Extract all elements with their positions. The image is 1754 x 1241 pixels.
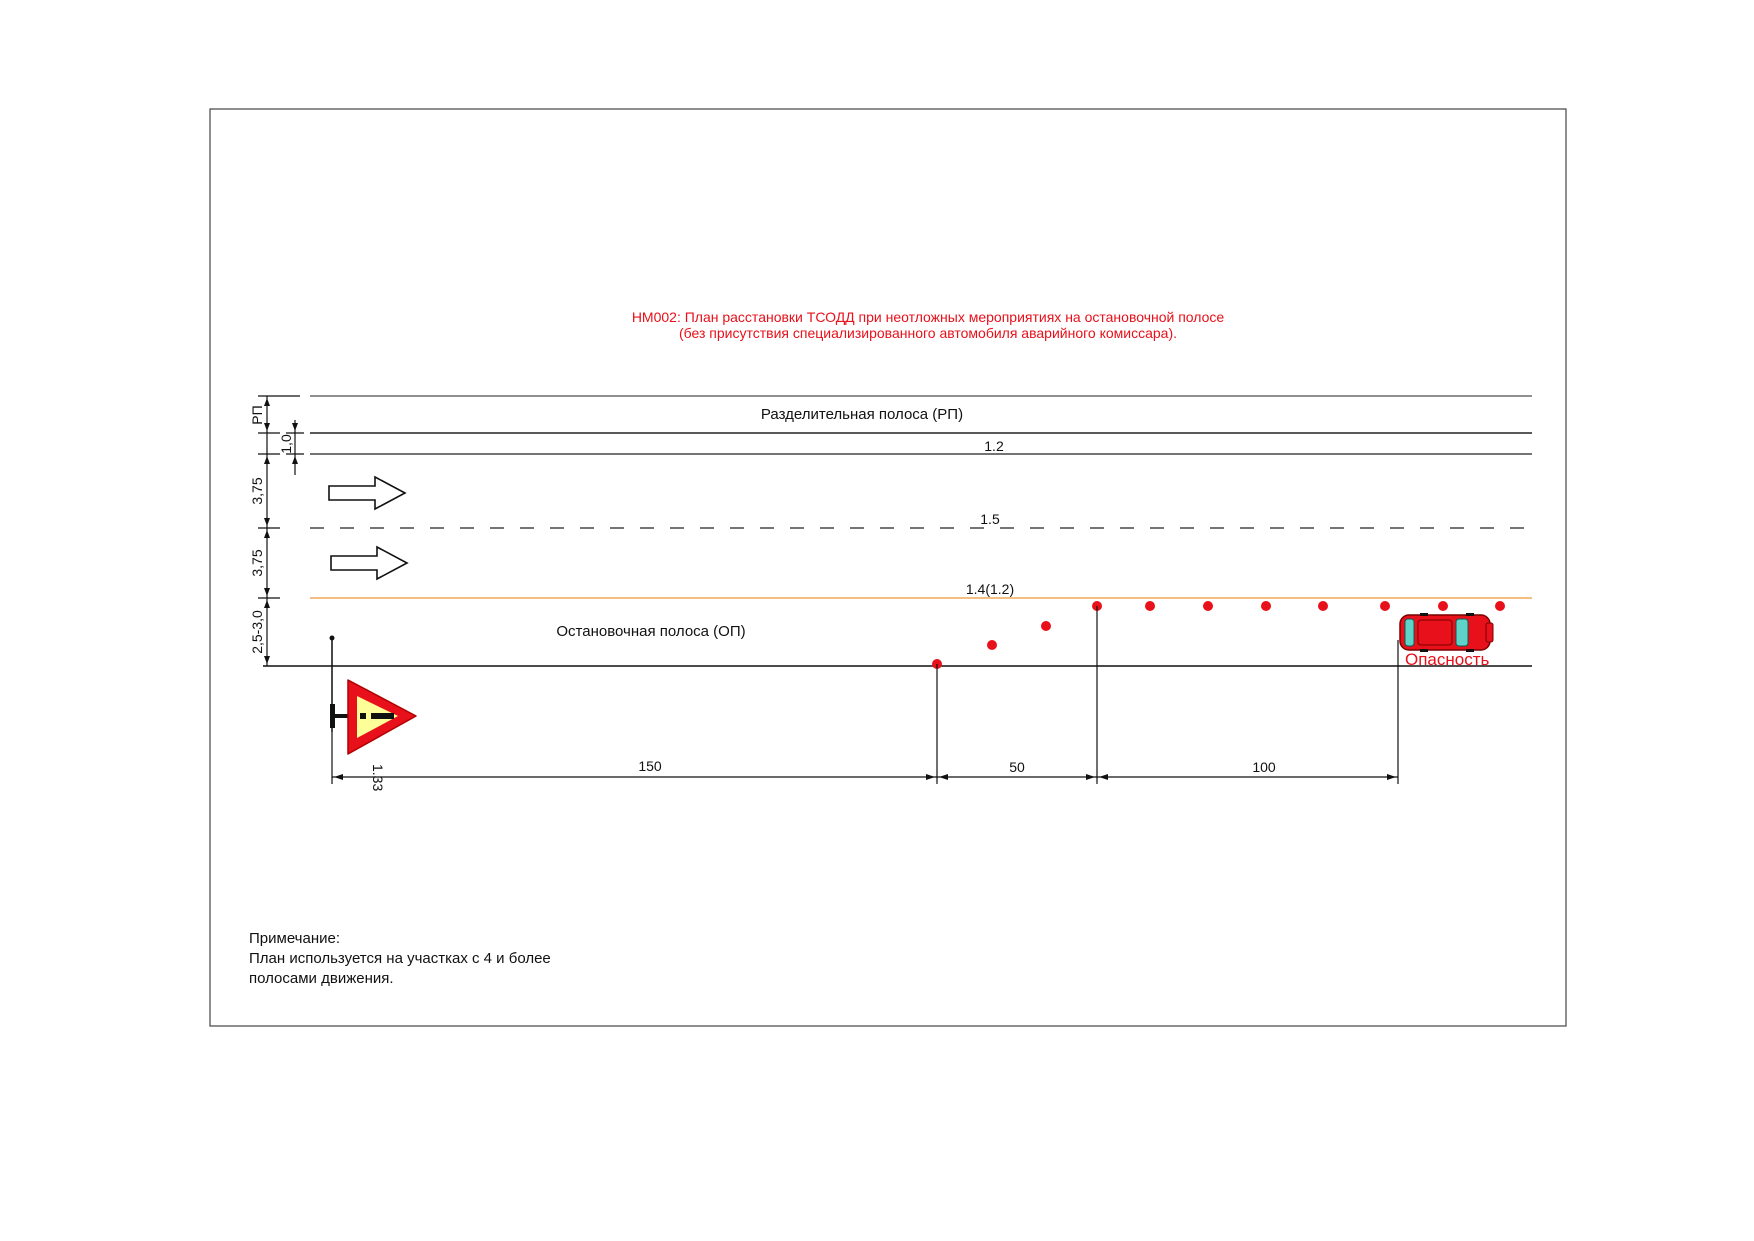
width-label-stop-lane: 2,5-3,0 bbox=[249, 610, 265, 654]
cone-marker bbox=[1318, 601, 1328, 611]
note-heading: Примечание: bbox=[249, 930, 340, 947]
width-label-1-0: 1,0 bbox=[278, 434, 294, 454]
marking-label-1-5: 1.5 bbox=[980, 511, 1000, 527]
cone-marker bbox=[987, 640, 997, 650]
road-lines bbox=[263, 395, 1532, 667]
width-label-rp: РП bbox=[249, 405, 265, 424]
note-line-2: полосами движения. bbox=[249, 970, 394, 987]
direction-arrow-lane-2 bbox=[330, 545, 409, 581]
cone-marker bbox=[1380, 601, 1390, 611]
distance-label-50: 50 bbox=[1009, 759, 1025, 775]
drawing-frame bbox=[209, 108, 1567, 1027]
distance-dimension-ticks bbox=[334, 774, 1396, 780]
width-label-lane-2: 3,75 bbox=[249, 549, 265, 576]
cone-marker bbox=[1203, 601, 1213, 611]
marking-label-1-4: 1.4(1.2) bbox=[966, 581, 1014, 597]
note-line-1: План используется на участках с 4 и боле… bbox=[249, 950, 551, 967]
divider-lane-label: Разделительная полоса (РП) bbox=[761, 406, 963, 423]
title-line-2: (без присутствия специализированного авт… bbox=[679, 325, 1177, 341]
distance-label-150: 150 bbox=[638, 758, 662, 774]
cone-marker bbox=[1438, 601, 1448, 611]
distance-extension-lines bbox=[331, 606, 1399, 784]
cone-marker bbox=[1261, 601, 1271, 611]
stop-lane-label: Остановочная полоса (ОП) bbox=[556, 623, 745, 640]
vehicle-danger-label: Опасность bbox=[1405, 650, 1490, 669]
cone-marker bbox=[1495, 601, 1505, 611]
cone-marker bbox=[1145, 601, 1155, 611]
marking-label-1-2: 1.2 bbox=[984, 438, 1004, 454]
distance-label-100: 100 bbox=[1252, 759, 1276, 775]
direction-arrow-lane-1 bbox=[328, 475, 407, 511]
warning-triangle-exclamation-sign-icon bbox=[329, 635, 417, 755]
cone-marker bbox=[1041, 621, 1051, 631]
red-car-icon bbox=[1399, 613, 1494, 652]
width-label-lane-1: 3,75 bbox=[249, 477, 265, 504]
sign-code-label: 1.33 bbox=[370, 764, 386, 791]
width-dimension-ticks bbox=[264, 398, 298, 664]
title-line-1: НМ002: План расстановки ТСОДД при неотло… bbox=[632, 309, 1225, 325]
